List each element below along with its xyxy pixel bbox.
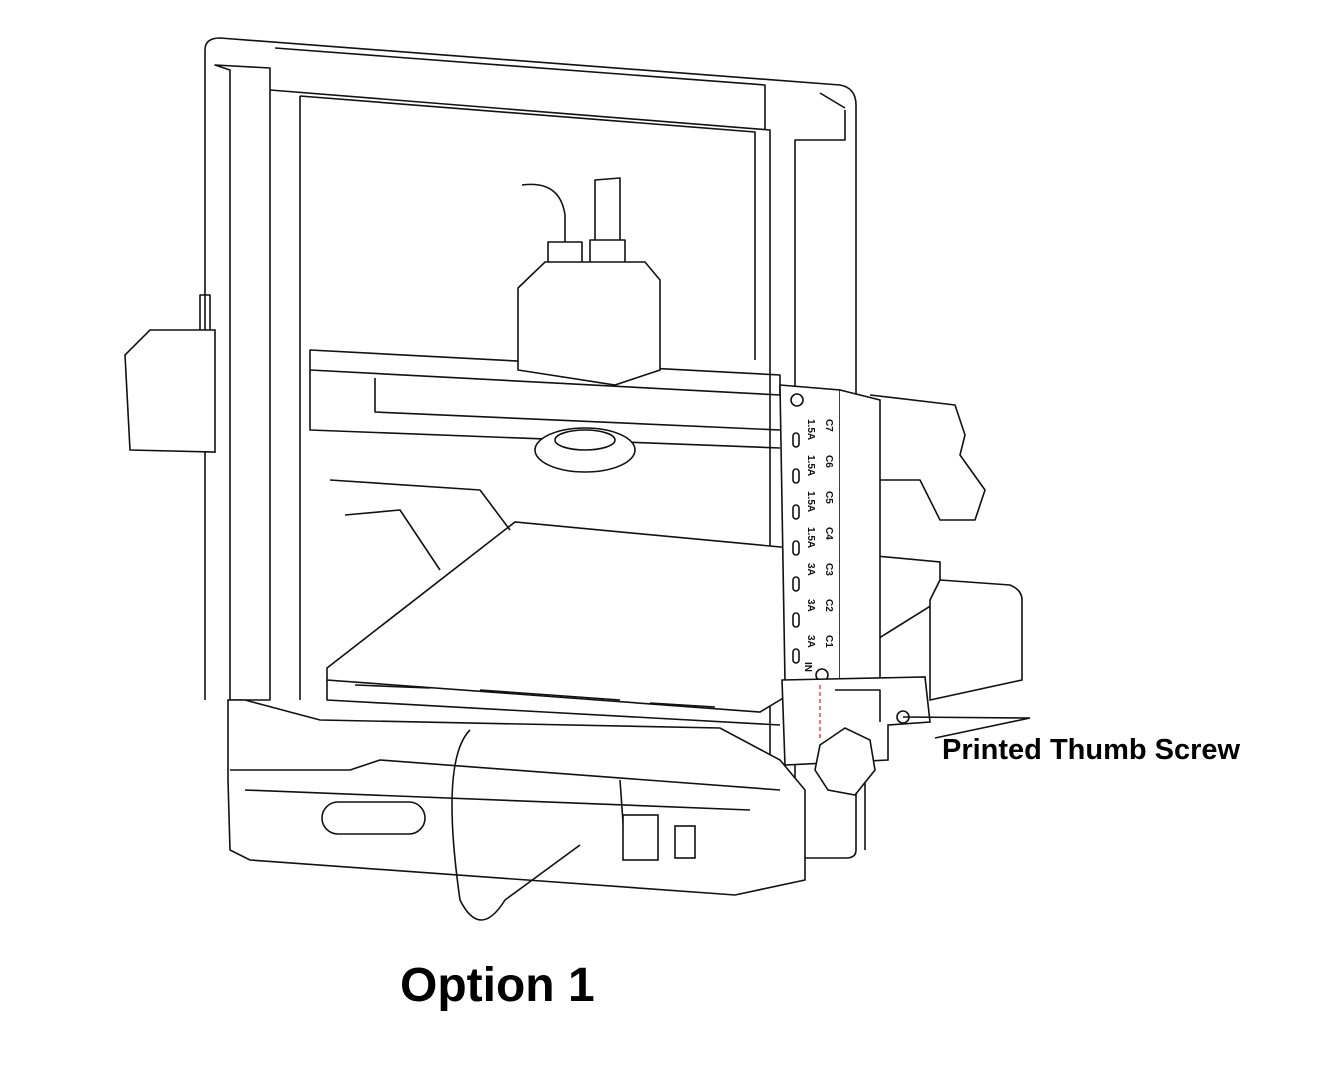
thumb-screw [814,727,876,796]
port-rating: 1.5A [805,491,816,512]
base [227,579,1023,921]
usb-c-port [792,648,800,664]
port-rating: 1.5A [805,455,816,476]
port-rating: 1.5A [805,419,816,440]
usb-c-port [792,468,800,484]
option-caption: Option 1 [400,959,595,1012]
port-label: C6 [823,455,834,468]
usb-c-port [792,612,800,628]
side-box [124,294,216,453]
port-label: C3 [823,563,834,576]
usb-c-port [792,504,800,520]
port-label: C7 [823,419,834,432]
port-label: C1 [823,635,834,648]
port-rating: 3A [805,563,816,576]
usb-c-port [792,432,800,448]
toolhead [517,177,661,473]
x-gantry [309,349,986,521]
port-label: C2 [823,599,834,612]
port-rating: 1.5A [805,527,816,548]
usb-hub-pcb: C7 1.5A C6 1.5A C5 1.5A C4 1.5A C3 3A C2 3A C1 3A IN [779,384,881,691]
pcb-in-label: IN [802,662,813,672]
port-rating: 3A [805,635,816,648]
port-rating: 3A [805,599,816,612]
thumb-screw-clamp [781,676,1031,796]
usb-c-port [792,540,800,556]
port-label: C4 [823,527,834,540]
callout-printed-thumb-screw: Printed Thumb Screw [942,734,1241,766]
usb-c-port [792,576,800,592]
port-label: C5 [823,491,834,504]
